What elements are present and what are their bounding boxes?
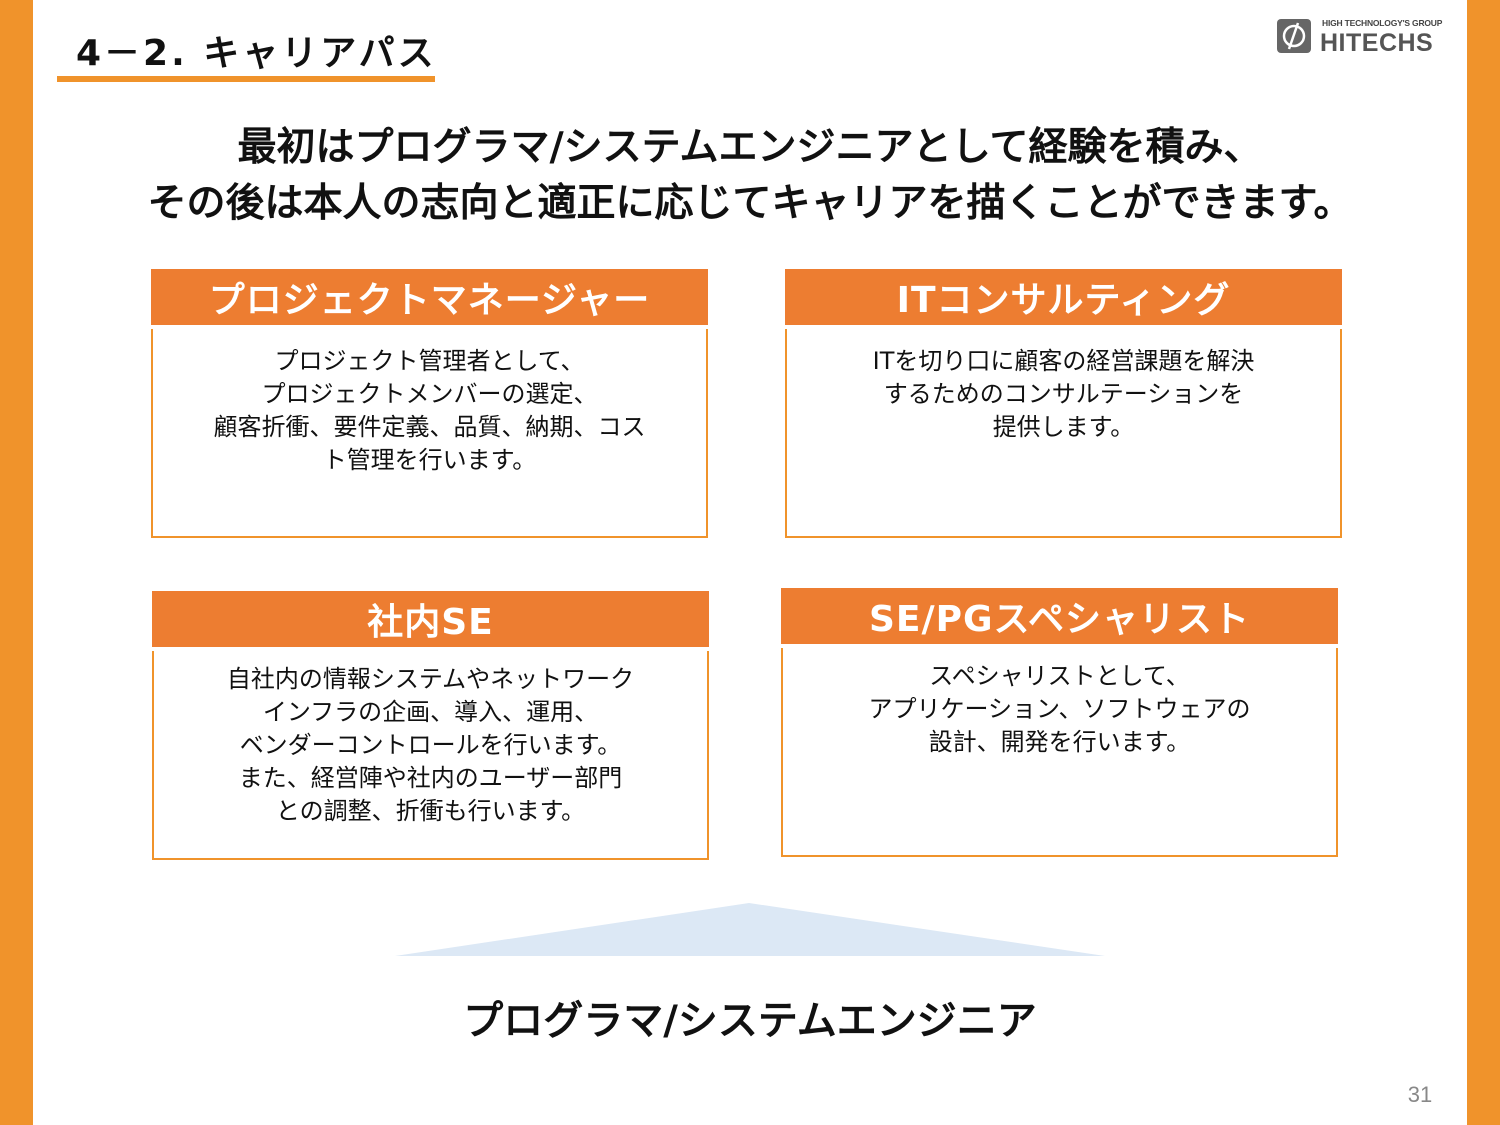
- headline-line-2: その後は本人の志向と適正に応じてキャリアを描くことができます。: [147, 181, 1353, 226]
- card-description-line: 設計、開発を行います。: [928, 728, 1191, 756]
- card-description-line: ITを切り口に顧客の経営課題を解決: [872, 347, 1255, 375]
- right-accent-bar: [1467, 0, 1500, 1125]
- card-project-manager: プロジェクトマネージャー プロジェクト管理者として、 プロジェクトメンバーの選定…: [151, 269, 708, 538]
- card-it-consulting: ITコンサルティング ITを切り口に顧客の経営課題を解決 するためのコンサルテー…: [785, 269, 1342, 538]
- base-role-label: プログラマ/システムエンジニア: [463, 998, 1037, 1044]
- card-in-house-se: 社内SE 自社内の情報システムやネットワーク インフラの企画、導入、運用、 ベン…: [152, 591, 709, 860]
- hitechs-logo-icon: [1277, 19, 1311, 53]
- card-description-line: との調整、折衝も行います。: [275, 797, 586, 825]
- card-description: プロジェクト管理者として、 プロジェクトメンバーの選定、 顧客折衝、要件定義、品…: [151, 329, 708, 538]
- card-description-line: プロジェクト管理者として、: [274, 347, 585, 375]
- card-description-line: 自社内の情報システムやネットワーク: [226, 665, 635, 693]
- card-title: ITコンサルティング: [785, 269, 1342, 325]
- card-description-line: ト管理を行います。: [322, 446, 537, 474]
- card-description-line: プロジェクトメンバーの選定、: [261, 380, 598, 408]
- card-description-line: アプリケーション、ソフトウェアの: [868, 695, 1251, 723]
- card-description-line: 顧客折衝、要件定義、品質、納期、コス: [213, 413, 646, 441]
- card-description-line: インフラの企画、導入、運用、: [262, 698, 599, 726]
- base-triangle: [395, 903, 1105, 956]
- card-description-line: スペシャリストとして、: [929, 662, 1190, 690]
- page-number: 31: [1407, 1082, 1433, 1107]
- card-title: SE/PGスペシャリスト: [781, 588, 1338, 644]
- card-description-line: また、経営陣や社内のユーザー部門: [238, 764, 623, 792]
- card-description-line: ベンダーコントロールを行います。: [239, 731, 622, 759]
- card-description: スペシャリストとして、 アプリケーション、ソフトウェアの 設計、開発を行います。: [781, 648, 1338, 857]
- company-logo: HIGH TECHNOLOGY'S GROUP HITECHS: [1276, 16, 1452, 60]
- section-title: 4－2. キャリアパス: [76, 33, 437, 74]
- card-description-line: するためのコンサルテーションを: [883, 380, 1244, 408]
- card-se-pg-specialist: SE/PGスペシャリスト スペシャリストとして、 アプリケーション、ソフトウェア…: [781, 588, 1338, 857]
- card-description-line: 提供します。: [992, 413, 1135, 441]
- card-description: ITを切り口に顧客の経営課題を解決 するためのコンサルテーションを 提供します。: [785, 329, 1342, 538]
- title-underline: [57, 76, 435, 82]
- card-title: プロジェクトマネージャー: [151, 269, 708, 325]
- headline: 最初はプログラマ/システムエンジニアとして経験を積み、 その後は本人の志向と適正…: [60, 120, 1440, 232]
- left-accent-bar: [0, 0, 33, 1125]
- card-description: 自社内の情報システムやネットワーク インフラの企画、導入、運用、 ベンダーコント…: [152, 651, 709, 860]
- card-title: 社内SE: [152, 591, 709, 647]
- logo-tagline: HIGH TECHNOLOGY'S GROUP: [1322, 18, 1443, 28]
- logo-wordmark: HITECHS: [1320, 29, 1434, 57]
- headline-line-1: 最初はプログラマ/システムエンジニアとして経験を積み、: [237, 125, 1263, 170]
